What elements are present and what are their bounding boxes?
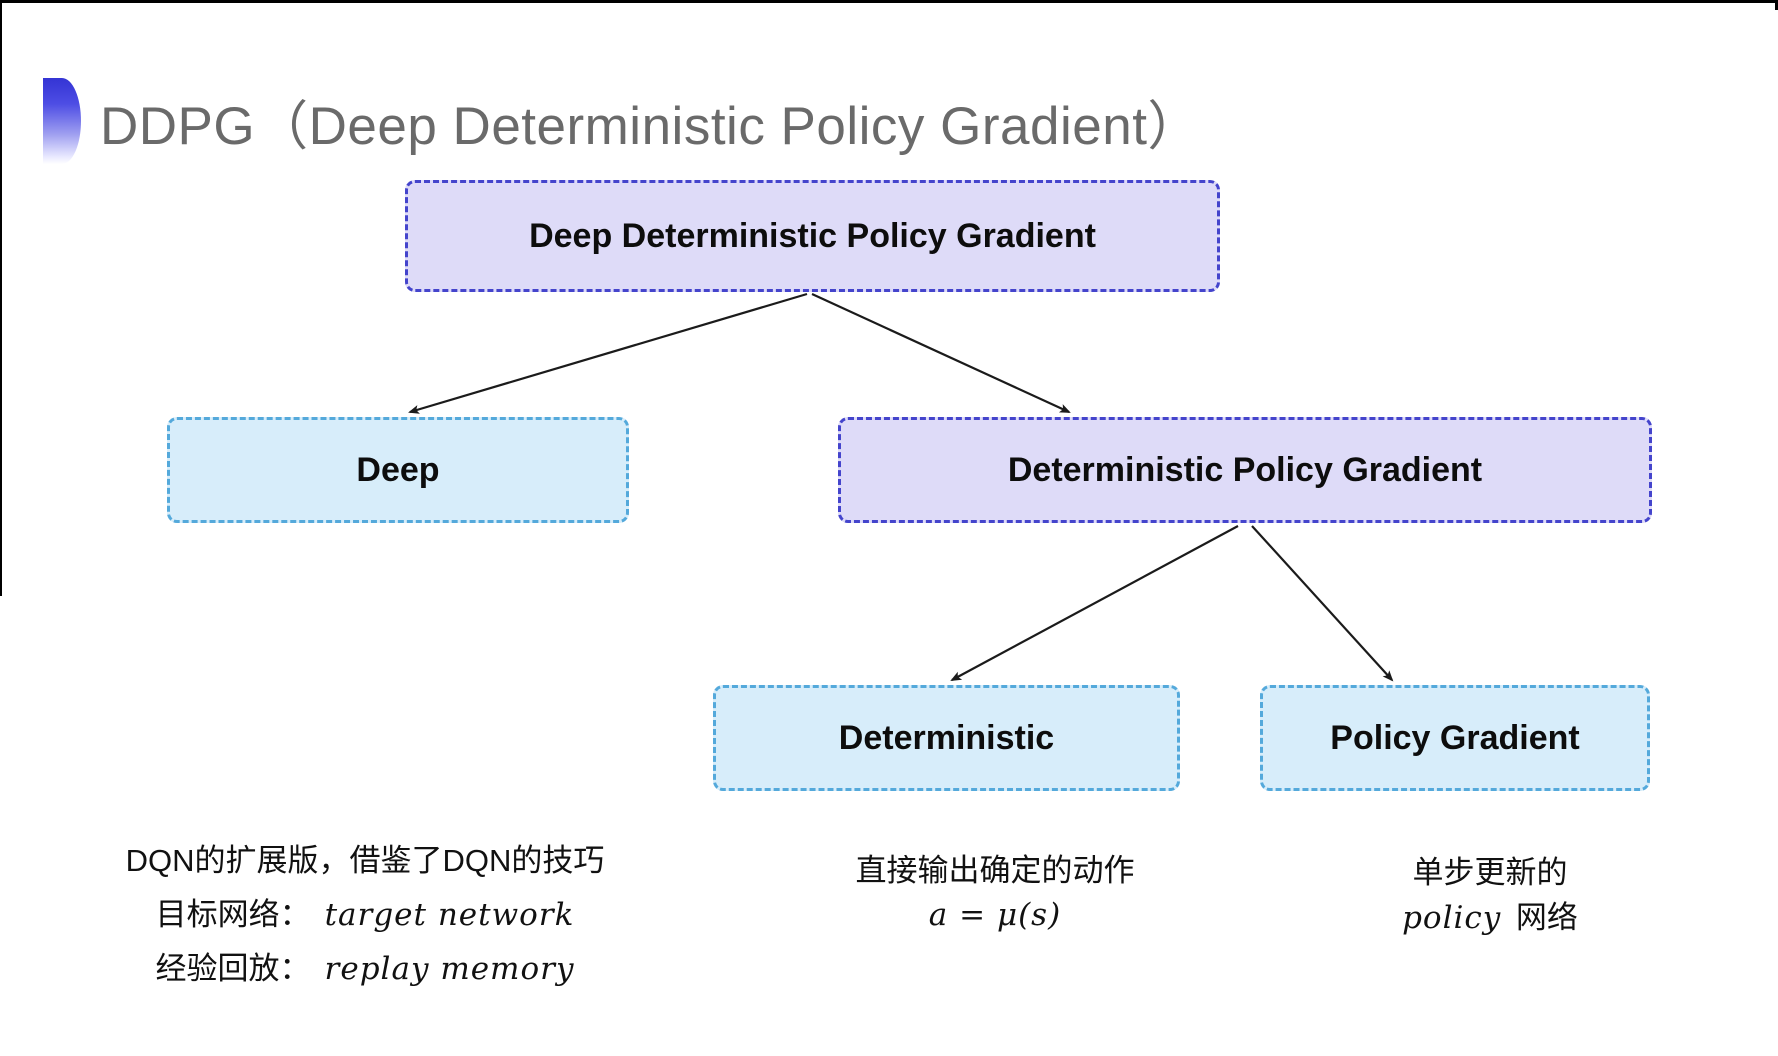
node-deterministic-policy-gradient: Deterministic Policy Gradient: [838, 417, 1652, 523]
note-label: 目标网络：: [155, 897, 311, 932]
note-term-policy: policy: [1402, 900, 1502, 936]
title-bullet-icon: [43, 78, 81, 164]
node-deterministic: Deterministic: [713, 685, 1180, 791]
note-suffix: 网络: [1515, 900, 1578, 935]
arrow-dpg-to-det: [950, 525, 1239, 681]
node-label: Deterministic: [838, 718, 1055, 757]
screen-right-edge-mark: [1775, 0, 1778, 10]
arrow-root-to-deep: [408, 292, 808, 414]
node-deep: Deep: [167, 417, 629, 523]
node-label: Deterministic Policy Gradient: [1007, 450, 1483, 489]
page-title: DDPG（Deep Deterministic Policy Gradient）: [100, 97, 1201, 156]
note-dqn-extension: DQN的扩展版，借鉴了DQN的技巧 目标网络： target network 经验…: [65, 834, 665, 996]
screen-left-edge-line: [0, 0, 2, 596]
note-line-policy-network: policy 网络: [1290, 895, 1690, 941]
note-term-replay-memory: replay memory: [324, 951, 575, 987]
node-policy-gradient: Policy Gradient: [1260, 685, 1650, 791]
note-label: 经验回放：: [155, 951, 311, 986]
note-line-target-network: 目标网络： target network: [65, 888, 665, 942]
note-line-direct-output: 直接输出确定的动作: [855, 853, 1135, 888]
note-term-target-network: target network: [324, 897, 575, 933]
node-label: Deep: [356, 450, 440, 489]
note-line-dqn: DQN的扩展版，借鉴了DQN的技巧: [125, 843, 605, 878]
note-line-replay-memory: 经验回放： replay memory: [65, 942, 665, 996]
note-policy-network: 单步更新的 policy 网络: [1290, 850, 1690, 941]
screen-top-edge-line: [0, 0, 1778, 3]
note-line-single-step: 单步更新的: [1412, 855, 1568, 890]
note-formula-a-mu-s: a = μ(s): [928, 897, 1062, 933]
node-label: Policy Gradient: [1330, 718, 1580, 757]
node-deep-deterministic-policy-gradient: Deep Deterministic Policy Gradient: [405, 180, 1220, 292]
note-deterministic-action: 直接输出确定的动作 a = μ(s): [795, 848, 1195, 938]
arrow-root-to-dpg: [811, 293, 1071, 413]
arrow-dpg-to-pg: [1251, 525, 1394, 682]
node-label: Deep Deterministic Policy Gradient: [529, 216, 1096, 255]
